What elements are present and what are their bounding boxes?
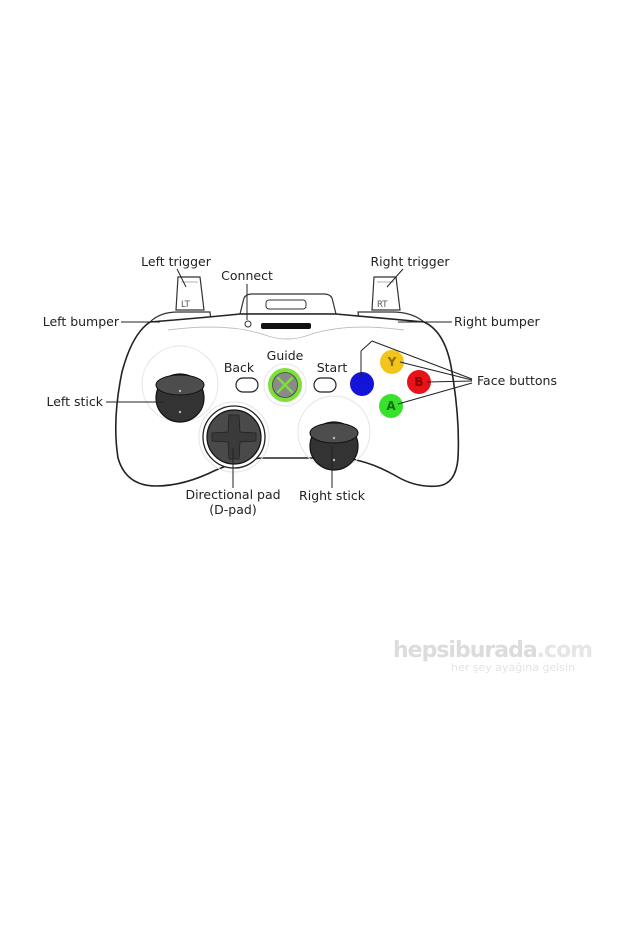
label-left-trigger: Left trigger <box>141 254 212 269</box>
svg-text:hepsiburada.com: hepsiburada.com <box>393 638 592 663</box>
svg-text:B: B <box>414 375 423 389</box>
x-button <box>350 372 374 396</box>
label-right-stick: Right stick <box>299 488 366 503</box>
svg-text:A: A <box>386 399 396 413</box>
label-guide: Guide <box>267 348 304 363</box>
watermark-logo: hepsiburada.com her şey ayağına gelsin <box>393 638 593 674</box>
charge-port <box>261 323 311 329</box>
label-left-stick: Left stick <box>47 394 104 409</box>
leader-lines <box>106 268 473 488</box>
connector-housing <box>239 293 337 315</box>
start-button <box>313 377 337 393</box>
svg-text:Y: Y <box>387 355 397 369</box>
right-trigger: RT <box>371 276 401 311</box>
lt-mark: LT <box>181 300 191 310</box>
d-pad <box>198 401 270 473</box>
right-stick <box>297 395 371 471</box>
connect-indicator <box>244 320 252 328</box>
label-connect: Connect <box>221 268 273 283</box>
body-inner-line <box>167 326 405 340</box>
label-dpad-abbrev: (D-pad) <box>209 502 256 517</box>
left-stick <box>141 345 219 423</box>
label-right-bumper: Right bumper <box>454 314 541 329</box>
label-dpad: Directional pad <box>185 487 280 502</box>
b-button: B <box>407 370 431 394</box>
label-right-trigger: Right trigger <box>370 254 450 269</box>
back-button <box>235 377 259 393</box>
watermark-tagline: her şey ayağına gelsin <box>451 661 575 674</box>
label-left-bumper: Left bumper <box>43 314 120 329</box>
label-back: Back <box>224 360 255 375</box>
watermark-brand: hepsiburada <box>393 638 537 663</box>
rt-mark: RT <box>377 300 388 310</box>
label-face-buttons: Face buttons <box>477 373 557 388</box>
face-buttons: Y B A <box>350 350 431 418</box>
left-trigger: LT <box>175 276 205 311</box>
watermark-tld: .com <box>537 638 593 663</box>
label-start: Start <box>317 360 348 375</box>
a-button: A <box>379 394 403 418</box>
y-button: Y <box>380 350 404 374</box>
guide-button <box>263 363 307 407</box>
